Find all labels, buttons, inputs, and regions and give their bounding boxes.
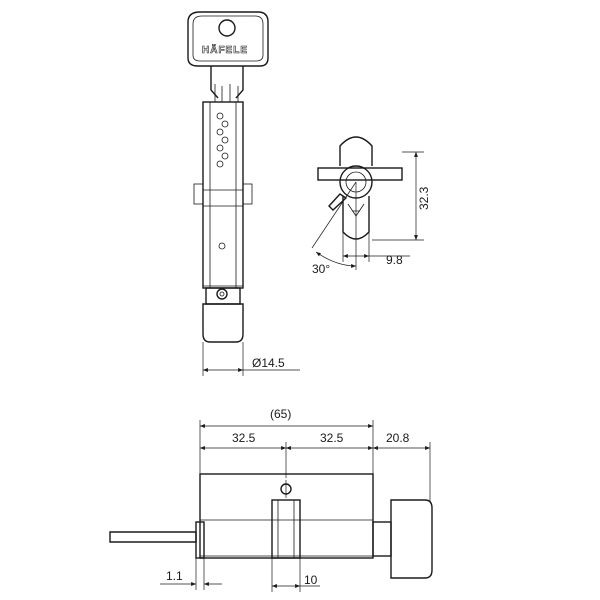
knob-length-label: 20.8 — [386, 431, 410, 445]
offset-label: 1.1 — [166, 569, 183, 583]
diameter-label: Ø14.5 — [252, 356, 285, 370]
pin-holes — [216, 112, 229, 250]
key-bow-inner — [192, 15, 264, 62]
key-blade — [109, 531, 197, 543]
angle-label: 30° — [312, 262, 330, 276]
cam-bar — [317, 167, 403, 181]
elevation-knob — [390, 499, 433, 579]
cam-lever — [328, 193, 348, 211]
overall-length-label: (65) — [270, 407, 291, 421]
height-label: 32.3 — [417, 186, 431, 210]
cam-width-label: 10 — [304, 573, 318, 587]
left-half-label: 32.5 — [232, 431, 256, 445]
key-bow — [187, 11, 269, 67]
knob-end — [202, 303, 244, 343]
elevation-view: (65) 32.5 32.5 20.8 1.1 — [109, 407, 433, 592]
key-hole — [218, 19, 236, 37]
elevation-cylinder — [199, 473, 374, 559]
brand-logo: HÄFELE — [202, 43, 248, 56]
cylinder-body — [202, 101, 244, 289]
cam — [271, 499, 301, 559]
key-cylinder-view: HÄFELE — [187, 11, 300, 376]
retaining-screw — [216, 288, 228, 300]
profile-view: 32.3 9.8 30° — [311, 136, 431, 276]
right-half-label: 32.5 — [320, 431, 344, 445]
width-label: 9.8 — [386, 253, 403, 267]
